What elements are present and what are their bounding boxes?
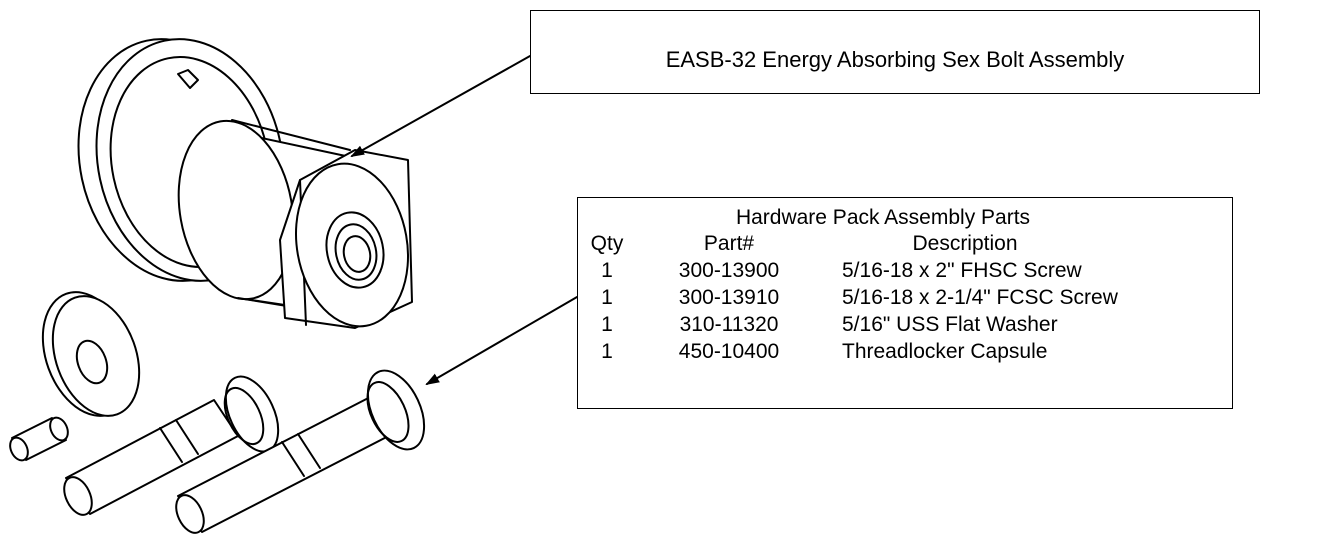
row-part-number: 300-13910 (678, 286, 780, 309)
row-part-number: 300-13900 (678, 259, 780, 282)
title-leader-line (350, 55, 531, 157)
assembly-title: EASB-32 Energy Absorbing Sex Bolt Assemb… (665, 47, 1125, 72)
assembly-title-callout: EASB-32 Energy Absorbing Sex Bolt Assemb… (530, 10, 1260, 94)
row-description: Threadlocker Capsule (842, 340, 1048, 363)
row-part-number: 310-11320 (679, 313, 779, 336)
parts-table-heading: Hardware Pack Assembly Parts (735, 206, 1031, 229)
column-header-description: Description (912, 232, 1018, 255)
row-description: 5/16" USS Flat Washer (842, 313, 1058, 336)
row-qty: 1 (601, 313, 613, 336)
row-description: 5/16-18 x 2-1/4" FCSC Screw (842, 286, 1118, 309)
threadlocker-capsule (9, 416, 69, 462)
row-qty: 1 (601, 259, 613, 282)
column-header-part: Part# (703, 232, 755, 255)
column-header-qty: Qty (590, 232, 624, 255)
fhsc-screw (63, 375, 280, 516)
row-part-number: 450-10400 (678, 340, 780, 363)
flat-washer (41, 291, 141, 417)
parts-table-callout: Hardware Pack Assembly Parts Qty Part# D… (577, 197, 1233, 409)
row-qty: 1 (601, 286, 613, 309)
sex-bolt-assembly (77, 38, 413, 329)
row-qty: 1 (601, 340, 613, 363)
parts-leader-line (425, 296, 578, 386)
fcsc-screw (175, 369, 426, 534)
row-description: 5/16-18 x 2" FHSC Screw (842, 259, 1082, 282)
